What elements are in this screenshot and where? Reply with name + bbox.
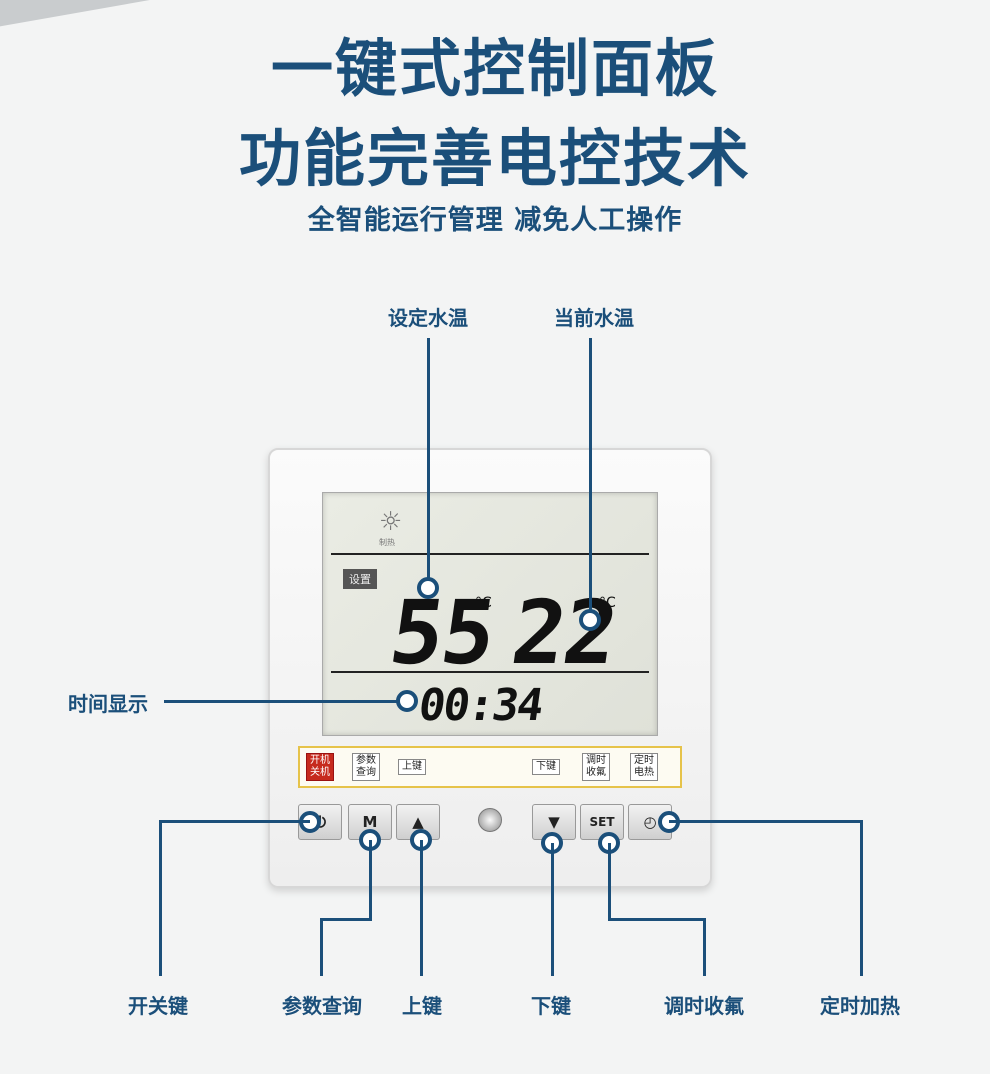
leader-set-temp bbox=[427, 338, 430, 588]
lcd-divider-bottom bbox=[331, 671, 649, 673]
leader-timer-v bbox=[860, 820, 863, 976]
strip-label-up: 上键 bbox=[398, 759, 426, 775]
strip-label-params: 参数 查询 bbox=[352, 753, 380, 781]
leader-down bbox=[551, 843, 554, 976]
leader-fluorine-h bbox=[608, 918, 705, 921]
lcd-divider-top bbox=[331, 553, 649, 555]
headline-line-1: 一键式控制面板 bbox=[270, 32, 719, 105]
key-label-strip: 开机 关机 参数 查询 上键 下键 调时 收氟 定时 电热 bbox=[298, 746, 682, 788]
callout-fluorine: 调时收氟 bbox=[664, 994, 744, 1018]
leader-up bbox=[420, 840, 423, 976]
leader-params-v2 bbox=[320, 918, 323, 976]
callout-timer: 定时加热 bbox=[820, 994, 900, 1018]
callout-power: 开关键 bbox=[128, 994, 188, 1018]
callout-time: 时间显示 bbox=[68, 692, 148, 716]
marker-set-temp bbox=[417, 577, 439, 599]
subheadline: 全智能运行管理 减免人工操作 bbox=[307, 205, 683, 236]
callout-current-temp: 当前水温 bbox=[554, 306, 634, 330]
set-temp-unit: °C bbox=[475, 595, 492, 611]
marker-current-temp bbox=[579, 609, 601, 631]
time-readout: 00:34 bbox=[415, 680, 546, 731]
current-temp-unit: °C bbox=[599, 595, 616, 611]
headline-line-2: 功能完善电控技术 bbox=[238, 122, 751, 195]
callout-up: 上键 bbox=[402, 994, 442, 1018]
leader-params-h bbox=[320, 918, 372, 921]
sun-icon: ☼ bbox=[379, 507, 403, 537]
leader-power-v bbox=[159, 820, 162, 976]
strip-label-power: 开机 关机 bbox=[306, 753, 334, 781]
strip-label-down: 下键 bbox=[532, 759, 560, 775]
marker-time bbox=[396, 690, 418, 712]
lcd-screen: ☼ 制热 设置 55 °C 22 °C 00:34 bbox=[322, 492, 658, 736]
leader-params-v1 bbox=[369, 840, 372, 920]
leader-fluorine-v1 bbox=[608, 843, 611, 920]
leader-power-h bbox=[159, 820, 310, 823]
leader-timer-h bbox=[669, 820, 862, 823]
control-panel-device: ☼ 制热 设置 55 °C 22 °C 00:34 开机 关机 参数 查询 上键… bbox=[268, 448, 712, 888]
leader-current-temp bbox=[589, 338, 592, 620]
strip-label-timer: 定时 电热 bbox=[630, 753, 658, 781]
mode-label: 制热 bbox=[379, 538, 395, 547]
set-tag: 设置 bbox=[343, 569, 377, 589]
callout-set-temp: 设定水温 bbox=[388, 306, 468, 330]
callout-params: 参数查询 bbox=[282, 994, 362, 1018]
strip-label-fluorine: 调时 收氟 bbox=[582, 753, 610, 781]
leader-time bbox=[164, 700, 407, 703]
callout-down: 下键 bbox=[531, 994, 571, 1018]
leader-fluorine-v2 bbox=[703, 918, 706, 976]
light-sensor bbox=[478, 808, 502, 832]
